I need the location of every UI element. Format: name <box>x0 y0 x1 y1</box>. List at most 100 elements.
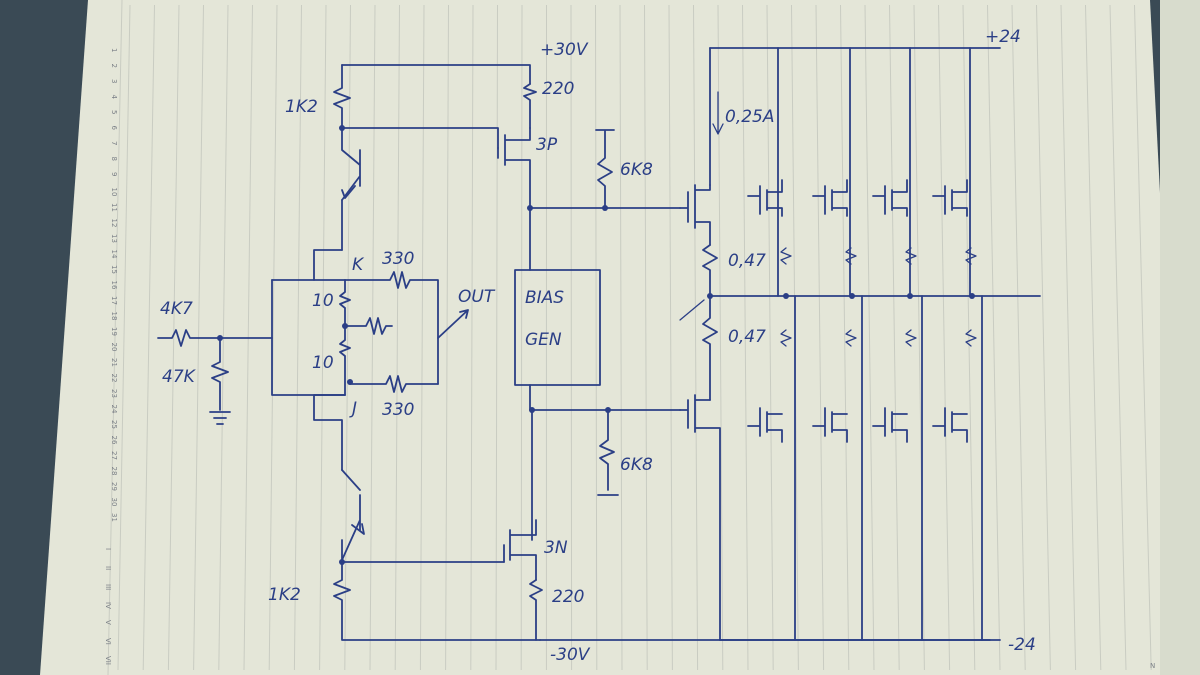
ruled-line <box>369 4 376 671</box>
notebook-page <box>40 0 1185 675</box>
label-220-bot: 220 <box>552 587 584 607</box>
input-network <box>157 329 273 425</box>
ruled-line <box>470 4 474 671</box>
mosfet-symbol <box>747 407 783 443</box>
ruled-line <box>293 4 302 671</box>
mosfet-symbol <box>932 179 968 217</box>
ruled-line <box>445 4 449 671</box>
margin-roman: VI <box>104 638 112 645</box>
margin-number: 30 <box>110 498 118 507</box>
label-3p: 3P <box>536 135 558 155</box>
margin-roman: III <box>104 584 112 590</box>
mosfet-symbol <box>872 179 908 217</box>
label-bias: BIAS <box>525 288 564 308</box>
margin-number: 8 <box>110 157 118 161</box>
label-k: K <box>352 255 365 275</box>
source-resistor <box>845 329 857 347</box>
ruled-line <box>268 4 278 671</box>
margin-number: 28 <box>110 467 118 476</box>
ruled-line <box>668 4 673 671</box>
source-resistor <box>845 247 857 265</box>
label-out: OUT <box>458 287 496 307</box>
ruled-line <box>319 4 327 671</box>
margin-number: 20 <box>110 343 118 352</box>
ruled-line <box>644 4 648 671</box>
ruled-line <box>520 4 523 671</box>
margin-number: 15 <box>110 265 118 274</box>
ruled-line <box>1134 4 1152 671</box>
label-10-top: 10 <box>312 291 334 311</box>
source-resistor <box>780 329 792 347</box>
ruled-line <box>570 4 573 671</box>
label-minus-30v: -30V <box>550 645 591 665</box>
margin-roman: II <box>104 566 112 570</box>
margin-number: 3 <box>110 79 118 83</box>
ruled-line <box>1011 4 1026 671</box>
label-330-top: 330 <box>382 249 414 269</box>
ruled-line <box>1036 4 1051 671</box>
annotations: +30V +24 1K2 220 3P 6K8 0,25A 0,47 0,47 … <box>160 27 1155 670</box>
mosfet-symbol <box>872 407 908 443</box>
ruled-line <box>1060 4 1077 671</box>
ruled-line <box>394 4 400 671</box>
ruled-line <box>938 4 951 671</box>
margin-number: 24 <box>110 405 118 414</box>
margin-number: 1 <box>110 48 118 52</box>
margin-number: 26 <box>110 436 118 445</box>
label-j: J <box>349 399 357 419</box>
mosfet-symbol <box>812 407 848 443</box>
margin-number: 29 <box>110 482 118 491</box>
margin-number: 11 <box>110 203 118 212</box>
margin-number: 17 <box>110 296 118 305</box>
ruled-line <box>167 4 180 671</box>
ruled-line <box>987 4 1001 671</box>
source-resistor <box>905 247 917 265</box>
label-047-top: 0,47 <box>728 251 766 271</box>
label-current: 0,25A <box>725 107 774 127</box>
mosfet-drivers <box>497 83 681 641</box>
ruled-line <box>1085 4 1102 671</box>
margin-number: 4 <box>110 95 118 100</box>
source-resistor <box>965 247 977 265</box>
ruled-line <box>495 4 498 671</box>
ruled-line <box>864 4 875 671</box>
label-4k7: 4K7 <box>160 299 193 319</box>
margin-number: 5 <box>110 110 118 114</box>
margin-roman: I <box>104 548 112 550</box>
label-47k: 47K <box>162 367 197 387</box>
margin-number: 7 <box>110 141 118 145</box>
label-1k2-top: 1K2 <box>285 97 318 117</box>
margin-number: 13 <box>110 234 118 243</box>
ruled-line <box>142 4 155 671</box>
label-220-top: 220 <box>542 79 574 99</box>
margin-number: 2 <box>110 64 118 68</box>
ruled-line <box>717 4 724 671</box>
margin-number: 12 <box>110 219 118 228</box>
ruled-line <box>840 4 850 671</box>
label-330-bot: 330 <box>382 400 414 420</box>
margin-number: 31 <box>110 513 118 522</box>
margin-number: 25 <box>110 420 118 429</box>
corner-mark: N <box>1150 662 1155 670</box>
ruled-line <box>619 4 623 671</box>
ruled-line <box>595 4 598 671</box>
margin-number: 6 <box>110 126 118 131</box>
ruled-line <box>742 4 749 671</box>
margin-number: 19 <box>110 327 118 336</box>
label-10-bot: 10 <box>312 353 334 373</box>
margin-roman: VII <box>104 656 112 665</box>
label-6k8-top: 6K8 <box>620 160 653 180</box>
ruled-line <box>693 4 699 671</box>
label-plus-30v: +30V <box>540 40 589 60</box>
margin-number: 23 <box>110 389 118 398</box>
margin-number: 22 <box>110 374 118 383</box>
margin-number: 10 <box>110 188 118 197</box>
label-047-bot: 0,47 <box>728 327 766 347</box>
margin-number: 18 <box>110 312 118 321</box>
label-gen: GEN <box>525 330 562 350</box>
ruled-line <box>889 4 900 671</box>
output-stage <box>539 47 1041 641</box>
margin-number: 14 <box>110 250 118 259</box>
ruled-line <box>1109 4 1127 671</box>
